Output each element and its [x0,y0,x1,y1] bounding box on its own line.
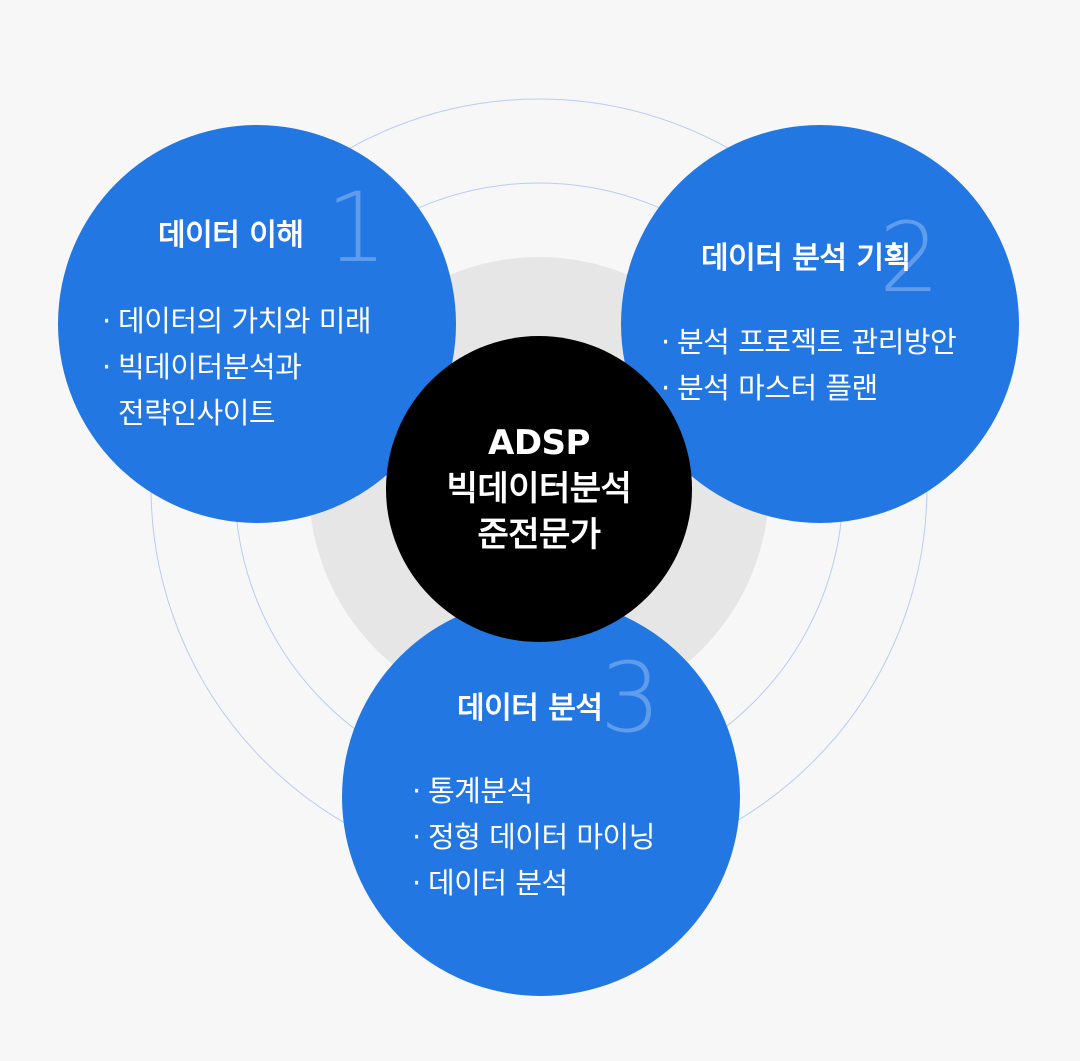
list-item: ·빅데이터분석과 [102,350,302,384]
circle-number-2: 2 [879,202,941,314]
list-item: 전략인사이트 [118,396,276,430]
center-label-adsp: ADSP [488,423,590,463]
circle-number-3: 3 [600,642,662,754]
list-item: ·데이터의 가치와 미래 [102,304,372,338]
circle-title-2: 데이터 분석 기획 [701,241,911,276]
item-list-2: ·분석 프로젝트 관리방안 ·분석 마스터 플랜 [661,319,957,411]
center-circle: ADSP 빅데이터분석 준전문가 [386,336,692,642]
list-item: ·데이터 분석 [412,866,568,900]
circle-title-1: 데이터 이해 [158,218,304,253]
list-item: ·정형 데이터 마이닝 [412,820,655,854]
circle-title-3: 데이터 분석 [457,691,603,726]
item-list-1: ·데이터의 가치와 미래 ·빅데이터분석과 전략인사이트 [102,298,372,436]
center-label-associate: 준전문가 [477,515,601,555]
circle-data-understanding: 1 데이터 이해 ·데이터의 가치와 미래 ·빅데이터분석과 전략인사이트 [58,125,456,523]
list-item: ·통계분석 [412,774,533,808]
item-list-3: ·통계분석 ·정형 데이터 마이닝 ·데이터 분석 [412,768,655,906]
circle-number-1: 1 [326,172,388,284]
list-item: ·분석 프로젝트 관리방안 [661,325,957,359]
list-item: ·분석 마스터 플랜 [661,371,878,405]
circle-data-analysis: 3 데이터 분석 ·통계분석 ·정형 데이터 마이닝 ·데이터 분석 [342,598,740,996]
center-label-bigdata: 빅데이터분석 [446,469,632,509]
